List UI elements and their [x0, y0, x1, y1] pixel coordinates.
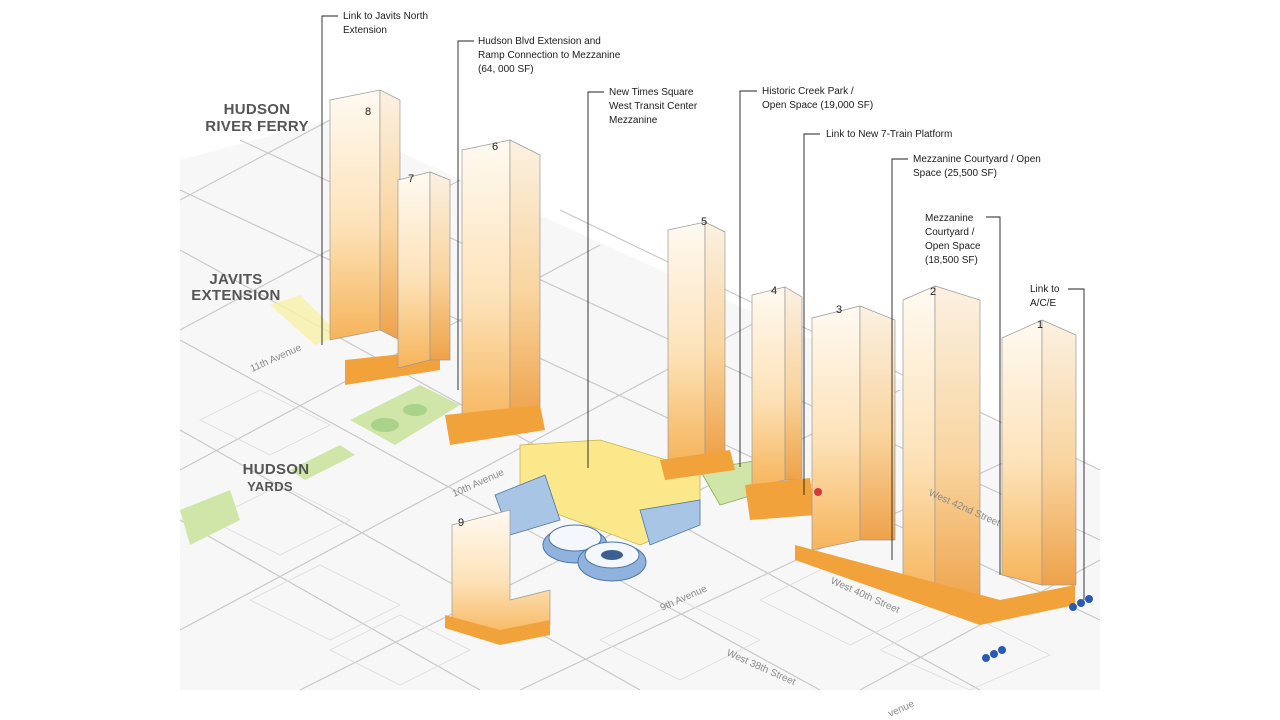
- leader-line: [986, 216, 1001, 575]
- leader-line: [803, 133, 820, 495]
- building-label: 5: [701, 216, 707, 228]
- tower-5: [660, 221, 735, 480]
- seven-train-marker-icon: [814, 488, 822, 496]
- callout-hudson-blvd: Hudson Blvd Extension and Ramp Connectio…: [478, 36, 623, 75]
- building-labels: 8 7 6 5 4 3 2 1 9: [365, 106, 1043, 529]
- tower-4: [745, 286, 815, 520]
- subway-badges-south: [982, 646, 1006, 662]
- park-tree: [403, 404, 427, 416]
- district-label: EXTENSION: [191, 287, 280, 304]
- towers: [329, 89, 1077, 645]
- leader-line: [739, 90, 757, 467]
- callout-times-square: New Times Square West Transit Center Mez…: [609, 87, 700, 126]
- park-tree: [371, 418, 399, 432]
- transit-center: [494, 439, 771, 582]
- district-label: JAVITS: [209, 271, 262, 288]
- tower-2: [902, 285, 981, 611]
- terminal-oval-1-top: [548, 524, 602, 552]
- callout-courtyard-b: Mezzanine Courtyard / Open Space (18,500…: [925, 213, 983, 266]
- leader-line: [891, 158, 908, 560]
- tower-6: [445, 139, 545, 445]
- subway-badges-east: [1069, 595, 1093, 611]
- south-podium: [795, 545, 1075, 625]
- callout-ace: Link to A/C/E: [1030, 284, 1062, 309]
- park-yards: [290, 445, 355, 480]
- tower-3: [811, 305, 896, 551]
- building-label: 9: [458, 517, 464, 529]
- callout-creek-park: Historic Creek Park / Open Space (19,000…: [762, 86, 873, 111]
- leader-line: [457, 40, 474, 390]
- tower-7: [397, 171, 451, 369]
- building-label: 7: [408, 173, 414, 185]
- district-labels: HUDSON RIVER FERRY JAVITS EXTENSION HUDS…: [191, 101, 309, 494]
- subway-badge-icon: [1085, 595, 1093, 603]
- subway-badge-icon: [1069, 603, 1077, 611]
- leader-line: [1068, 288, 1085, 600]
- leader-line: [321, 15, 338, 345]
- building-label: 3: [836, 304, 842, 316]
- javits-link-strip: [270, 295, 340, 345]
- callout-leaders: [321, 15, 1085, 600]
- block-outlines: [199, 389, 1051, 691]
- building-label: 2: [930, 286, 936, 298]
- district-label: RIVER FERRY: [205, 118, 309, 135]
- terminal-block-east: [639, 499, 701, 546]
- subway-badge-icon: [998, 646, 1006, 654]
- building-label: 6: [492, 141, 498, 153]
- district-label: HUDSON: [224, 101, 291, 118]
- terminal-oval-2-hole: [601, 550, 623, 560]
- callout-courtyard-a: Mezzanine Courtyard / Open Space (25,500…: [913, 154, 1044, 179]
- park-west: [180, 490, 240, 545]
- tower-9: [445, 509, 551, 645]
- callout-seven-train: Link to New 7-Train Platform: [826, 129, 952, 140]
- tower-1: [1001, 319, 1077, 586]
- district-label: YARDS: [247, 479, 293, 494]
- building-label: 4: [771, 285, 777, 297]
- subway-badge-icon: [990, 650, 998, 658]
- street-label: venue: [887, 698, 917, 719]
- district-label: HUDSON: [243, 461, 310, 478]
- building-label: 1: [1037, 319, 1043, 331]
- building-label: 8: [365, 106, 371, 118]
- callout-javits-north: Link to Javits North Extension: [343, 11, 431, 36]
- callouts: Link to Javits North Extension Hudson Bl…: [343, 11, 1062, 309]
- subway-badge-icon: [1077, 599, 1085, 607]
- subway-badge-icon: [982, 654, 990, 662]
- leader-line: [587, 91, 604, 468]
